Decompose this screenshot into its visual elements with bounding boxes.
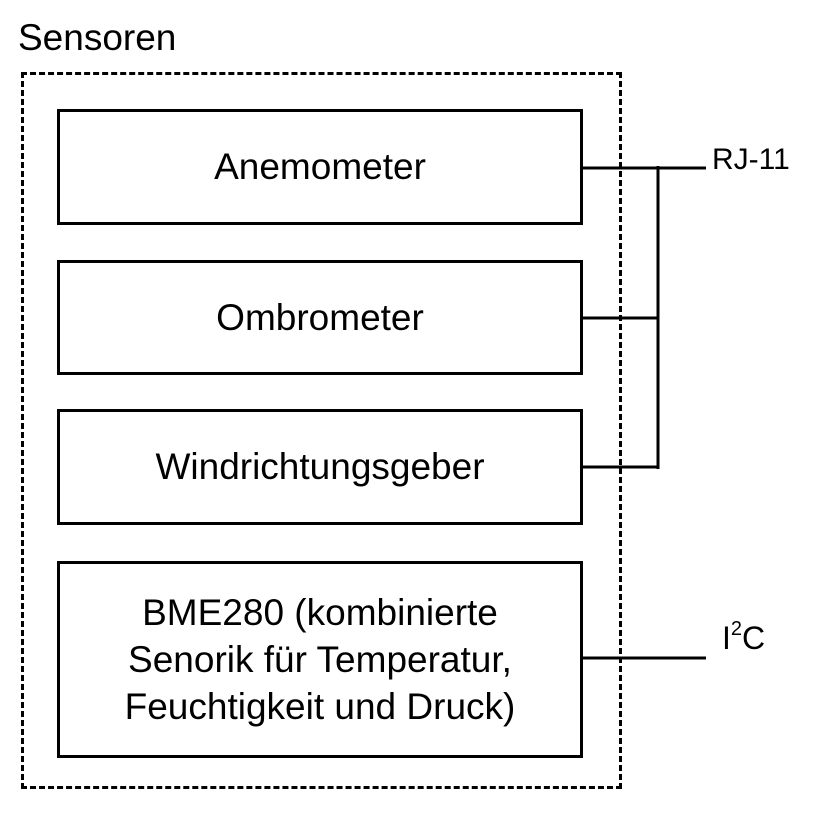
anemometer-label: Anemometer — [214, 146, 426, 187]
i2c-base: I — [722, 620, 731, 656]
windrichtungsgeber-label: Windrichtungsgeber — [155, 446, 485, 487]
anemometer-box: Anemometer — [57, 109, 583, 225]
i2c-tail: C — [742, 620, 766, 656]
i2c-superscript: 2 — [730, 618, 743, 640]
ombrometer-box: Ombrometer — [57, 260, 583, 375]
i2c-port-label: I2C — [722, 618, 766, 656]
bme280-label-line-3: Feuchtigkeit und Druck) — [124, 686, 516, 727]
sensor-group-frame — [21, 72, 622, 789]
bme280-box: BME280 (kombinierte Senorik für Temperat… — [57, 561, 583, 758]
windrichtungsgeber-box: Windrichtungsgeber — [57, 409, 583, 525]
sensor-group-title: Sensoren — [18, 17, 177, 58]
bme280-label-line-2: Senorik für Temperatur, — [128, 639, 512, 680]
bme280-label-line-1: BME280 (kombinierte — [142, 592, 498, 633]
ombrometer-label: Ombrometer — [216, 296, 424, 338]
rj11-port-label: RJ-11 — [712, 143, 790, 176]
bme280-label: BME280 (kombinierte Senorik für Temperat… — [125, 589, 516, 730]
